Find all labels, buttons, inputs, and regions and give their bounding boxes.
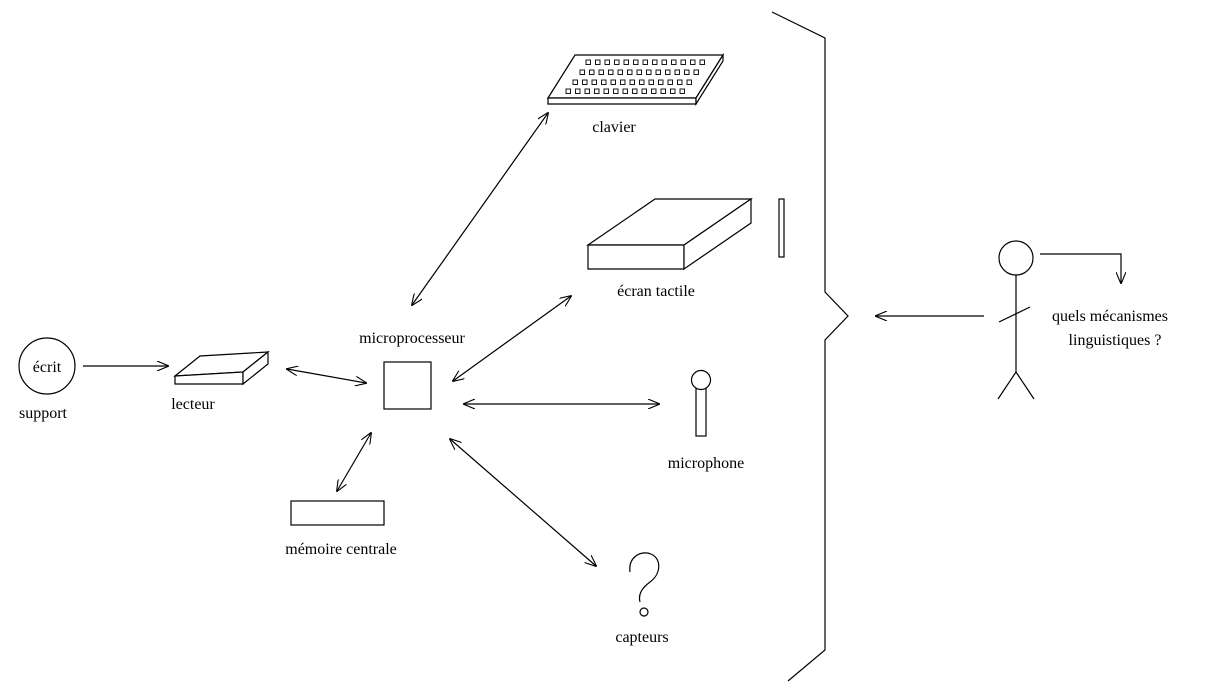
keyboard-key xyxy=(655,69,661,75)
keyboard-key xyxy=(651,88,657,94)
keyboard-key xyxy=(632,88,638,94)
keyboard-key xyxy=(661,59,667,65)
keyboard-key xyxy=(690,59,696,65)
keyboard-key xyxy=(591,79,597,85)
ecrit-circle xyxy=(18,337,76,395)
ecran-label: écran tactile xyxy=(617,283,695,300)
keyboard-key xyxy=(641,88,647,94)
keyboard-key xyxy=(579,69,585,75)
keyboard-key xyxy=(660,88,666,94)
keyboard-key xyxy=(572,79,578,85)
keyboard-key xyxy=(686,79,692,85)
keyboard-key xyxy=(677,79,683,85)
keyboard-key xyxy=(604,59,610,65)
arrow-person-to-question xyxy=(1040,253,1121,283)
keyboard-key xyxy=(585,59,591,65)
keyboard-key xyxy=(648,79,654,85)
ecran-device xyxy=(586,197,785,271)
keyboard-key xyxy=(629,79,635,85)
keyboard-key xyxy=(603,88,609,94)
lecteur-label: lecteur xyxy=(171,396,215,413)
keyboard-key xyxy=(680,59,686,65)
arrow-microprocesseur-capteurs xyxy=(450,439,596,566)
keyboard-key xyxy=(652,59,658,65)
ecrit-label: écrit xyxy=(33,359,62,376)
keyboard-key xyxy=(642,59,648,65)
keyboard-key xyxy=(646,69,652,75)
ecrit-node: écrit xyxy=(18,337,76,395)
keyboard-key xyxy=(582,79,588,85)
keyboard-key xyxy=(627,69,633,75)
keyboard-key xyxy=(699,59,705,65)
keyboard-key xyxy=(665,69,671,75)
arrow-microprocesseur-memoire xyxy=(337,433,371,491)
keyboard-key xyxy=(610,79,616,85)
keyboard-key xyxy=(670,88,676,94)
keyboard-key xyxy=(693,69,699,75)
keyboard-key xyxy=(636,69,642,75)
keyboard-key xyxy=(671,59,677,65)
memoire-box xyxy=(290,500,385,526)
keyboard-key xyxy=(622,88,628,94)
keyboard-key xyxy=(598,69,604,75)
keyboard-key xyxy=(684,69,690,75)
clavier-device xyxy=(546,52,725,107)
capteurs-question-icon xyxy=(629,552,660,617)
keyboard-key xyxy=(565,88,571,94)
person-icon xyxy=(997,240,1035,400)
keyboard-key xyxy=(617,69,623,75)
keyboard-key xyxy=(614,59,620,65)
clavier-keys xyxy=(565,59,705,94)
lecteur-device xyxy=(173,350,270,386)
keyboard-key xyxy=(601,79,607,85)
arrow-microprocesseur-ecran xyxy=(453,296,571,381)
arrow-microprocesseur-clavier xyxy=(412,113,548,305)
keyboard-key xyxy=(594,88,600,94)
keyboard-key xyxy=(667,79,673,85)
keyboard-key xyxy=(633,59,639,65)
keyboard-key xyxy=(623,59,629,65)
microprocesseur-box xyxy=(383,361,432,410)
clavier-label: clavier xyxy=(592,119,636,136)
keyboard-key xyxy=(674,69,680,75)
keyboard-key xyxy=(584,88,590,94)
arrow-lecteur-microprocesseur xyxy=(287,369,366,383)
keyboard-key xyxy=(595,59,601,65)
brace xyxy=(771,11,849,682)
keyboard-key xyxy=(608,69,614,75)
microprocesseur-label: microprocesseur xyxy=(359,330,465,347)
keyboard-key xyxy=(613,88,619,94)
microphone-label: microphone xyxy=(668,455,744,472)
question-line1: quels mécanismes xyxy=(1052,308,1168,325)
ecran-panel xyxy=(778,198,785,258)
support-label: support xyxy=(19,405,68,422)
keyboard-key xyxy=(658,79,664,85)
microphone-device xyxy=(690,369,712,437)
capteurs-label: capteurs xyxy=(615,629,668,646)
question-line2: linguistiques ? xyxy=(1069,332,1162,349)
memoire-label: mémoire centrale xyxy=(285,541,397,558)
keyboard-key xyxy=(620,79,626,85)
keyboard-key xyxy=(639,79,645,85)
keyboard-key xyxy=(679,88,685,94)
keyboard-key xyxy=(575,88,581,94)
keyboard-key xyxy=(589,69,595,75)
